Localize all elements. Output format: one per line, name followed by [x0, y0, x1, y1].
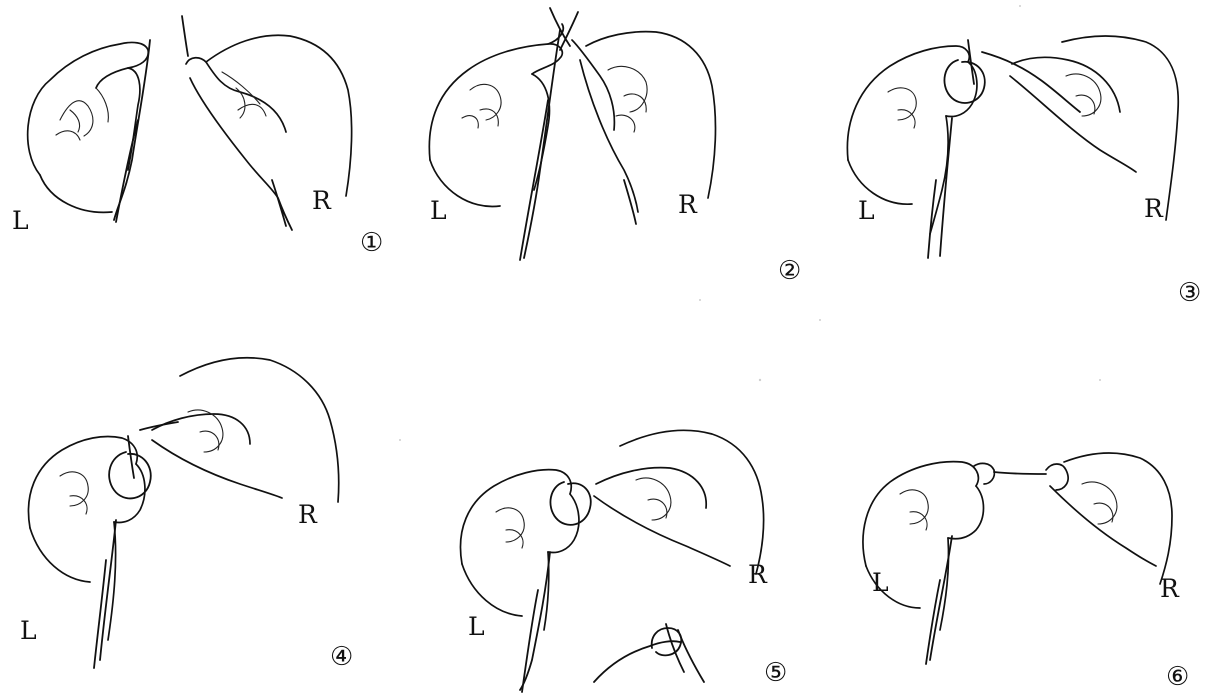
- panel-1-left-label: L: [12, 208, 29, 233]
- panel-1-right-hand: [186, 58, 286, 132]
- panel-6-left-label: L: [872, 570, 889, 595]
- panel-3-right-label: R: [1144, 196, 1163, 221]
- panel-4-left-hand: [28, 437, 137, 529]
- panel-1-drawing: [28, 16, 352, 230]
- panel-6-taut-thread: [994, 472, 1046, 474]
- panel-5-number: ⑤: [764, 660, 787, 686]
- panel-1-right-label: R: [312, 188, 331, 213]
- panel-3-drawing: [847, 36, 1178, 258]
- panel-5-right-label: R: [748, 562, 767, 587]
- panel-4-right-label: R: [298, 502, 317, 527]
- panel-1-right-thread: [182, 16, 188, 56]
- panel-6-right-label: R: [1160, 576, 1179, 601]
- panel-3-loop: [944, 60, 984, 103]
- panel-4-loop: [109, 452, 151, 498]
- panel-3-right-hand: [1012, 57, 1120, 112]
- panel-4-drawing: [28, 358, 338, 668]
- panel-2-left-hand: [429, 44, 562, 160]
- panel-6-drawing: [863, 453, 1172, 664]
- panel-5-right-hand: [596, 468, 706, 508]
- panel-2-number: ②: [778, 258, 801, 284]
- panel-2-right-hand: [572, 40, 614, 130]
- panel-4-right-hand: [152, 414, 250, 444]
- panel-2-right-label: R: [678, 192, 697, 217]
- panel-4-left-label: L: [20, 618, 37, 643]
- panel-3-left-thread: [940, 118, 952, 256]
- panel-6-number: ⑥: [1166, 664, 1189, 690]
- panel-6-thread: [930, 536, 952, 660]
- panel-2-drawing: [429, 8, 715, 260]
- panel-4-number: ④: [330, 644, 353, 670]
- panel-5-drawing: [460, 430, 763, 692]
- panel-1-number: ①: [360, 230, 383, 256]
- paper-texture: [399, 5, 1101, 441]
- panel-3-number: ③: [1178, 280, 1201, 306]
- panel-2-left-label: L: [430, 198, 447, 223]
- panel-5-knot-inset: [594, 624, 704, 682]
- panel-3-left-label: L: [858, 198, 875, 223]
- panel-2-left-thread: [524, 30, 560, 258]
- panel-5-left-label: L: [468, 614, 485, 639]
